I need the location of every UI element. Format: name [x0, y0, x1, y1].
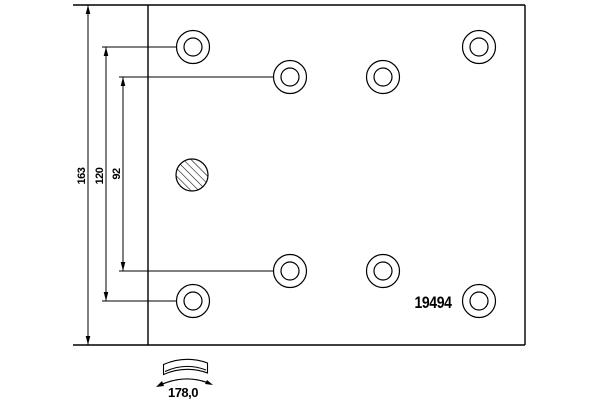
arrow-up-icon: [85, 5, 91, 14]
curved-band-inner-line: [164, 365, 207, 372]
part-number-label: 19494: [415, 293, 453, 312]
dim-label-inner-spacing: 92: [111, 168, 123, 180]
rivet-holes: [175, 29, 497, 319]
arc-width-label: 178,0: [168, 385, 198, 400]
rivet-hole-bottom-right: [461, 283, 497, 319]
arrow-down-icon: [103, 292, 109, 301]
arrow-up-icon: [103, 47, 109, 56]
curved-surface-double-arrow-icon: [156, 358, 213, 387]
dim-label-outer-spacing: 120: [94, 167, 106, 184]
rivet-hole-lower-mid-left: [272, 253, 308, 289]
rivet-hole-lower-mid-right: [365, 253, 401, 289]
dim-label-total-height: 163: [76, 167, 88, 184]
dimension-arrowheads: [85, 5, 126, 345]
arrow-down-icon: [85, 336, 91, 345]
rivet-hole-upper-mid-left: [272, 59, 308, 95]
rivet-hole-upper-mid-right: [365, 59, 401, 95]
arrow-up-icon: [120, 77, 126, 86]
arrow-right-icon: [205, 380, 213, 385]
dimension-lines: [87, 5, 273, 345]
arrow-down-icon: [120, 262, 126, 271]
rivet-hole-top-left: [175, 29, 211, 65]
curved-band-shape: [162, 358, 209, 376]
plate-outline: [73, 4, 526, 346]
rivet-hole-bottom-left: [175, 283, 211, 319]
cross-hatched-hole-icon: [175, 158, 209, 192]
rivet-hole-top-right: [461, 29, 497, 65]
arrow-left-icon: [156, 381, 164, 387]
